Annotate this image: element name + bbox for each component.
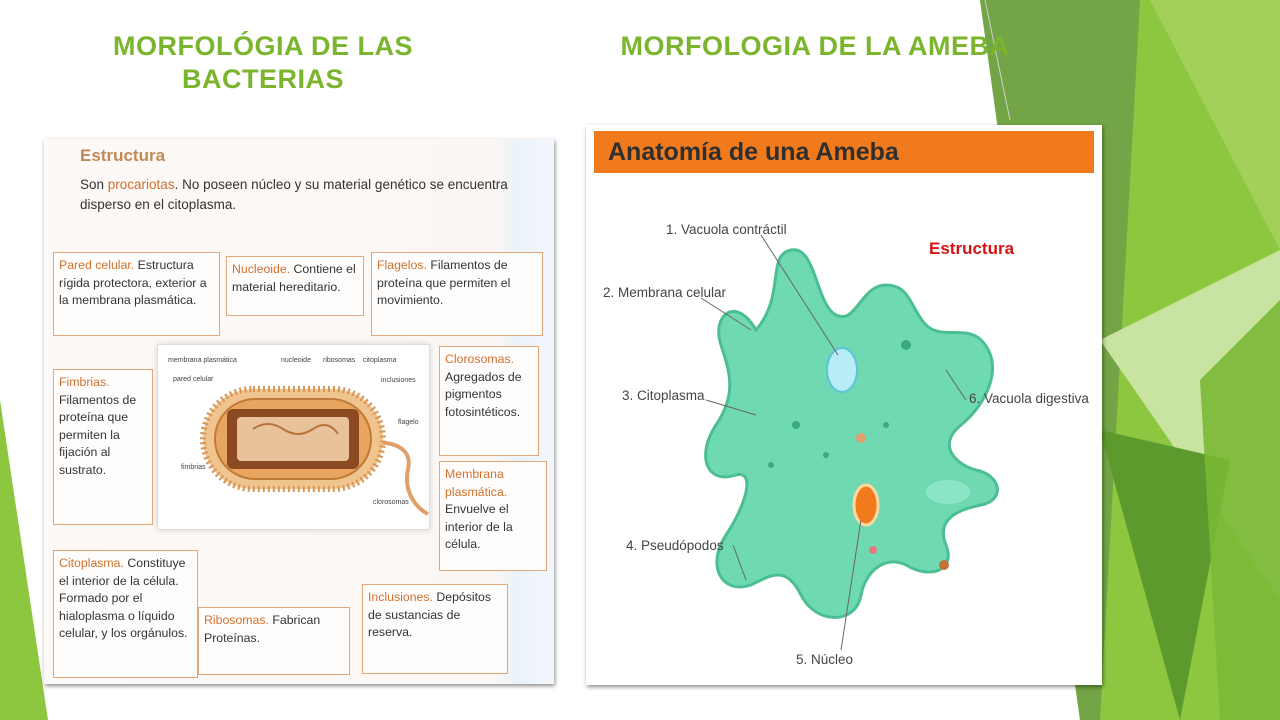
lbl-flagelo: flagelo bbox=[398, 419, 419, 426]
contractile-vacuole bbox=[826, 347, 858, 393]
right-deep-triangle bbox=[1100, 430, 1230, 720]
lbl-pared: pared celular bbox=[173, 376, 214, 383]
box-inclusiones: Inclusiones. Depósitos de sustancias de … bbox=[362, 584, 508, 674]
food-particle bbox=[856, 433, 866, 443]
box-desc: Filamentos de proteína que permiten el m… bbox=[377, 258, 511, 307]
thin-divider-line bbox=[984, 0, 1011, 121]
box-pared-celular: Pared celular. Estructura rígida protect… bbox=[53, 252, 220, 336]
box-desc: Depósitos de sustancias de reserva. bbox=[368, 590, 492, 639]
pointer-nucleo bbox=[840, 519, 862, 651]
food-particle bbox=[939, 560, 949, 570]
lbl-nucleoide: nucleoide bbox=[281, 357, 311, 364]
lbl-fimbrias: fimbrias bbox=[181, 464, 206, 471]
box-fimbrias: Fimbrias. Filamentos de proteína que per… bbox=[53, 369, 153, 525]
box-desc: Contiene el material hereditario. bbox=[232, 262, 356, 294]
ameba-anatomy-image: Anatomía de una Ameba 1. Vacuola contrác… bbox=[586, 125, 1102, 685]
ameba-title: Anatomía de una Ameba bbox=[608, 138, 899, 166]
lbl-ribosomas: ribosomas bbox=[323, 357, 356, 364]
box-term: Fimbrias. bbox=[59, 375, 110, 389]
nucleus bbox=[852, 483, 880, 527]
box-desc: Envuelve el interior de la célula. bbox=[445, 502, 513, 551]
pointer-vacuola bbox=[760, 234, 839, 356]
pointer-vacuola-digestiva bbox=[945, 369, 967, 401]
estructura-annotation: Estructura bbox=[929, 239, 1015, 258]
box-term: Nucleoide. bbox=[232, 262, 291, 276]
right-mid-triangle bbox=[1200, 300, 1280, 720]
intro-before: Son bbox=[80, 177, 108, 192]
left-green-triangle bbox=[0, 400, 48, 720]
label-pseudopodos: 4. Pseudópodos bbox=[626, 538, 724, 553]
box-term: Citoplasma. bbox=[59, 556, 124, 570]
food-particle bbox=[869, 546, 877, 554]
organelle bbox=[768, 462, 774, 468]
bacterium-diagram: membrana plasmática nucleoide ribosomas … bbox=[157, 344, 430, 530]
box-term: Ribosomas. bbox=[204, 613, 269, 627]
box-desc: Constituye el interior de la célula. For… bbox=[59, 556, 188, 640]
ameba-illustration bbox=[700, 234, 999, 651]
box-term: Membrana plasmática. bbox=[445, 467, 508, 499]
box-clorosomas: Clorosomas. Agregados de pigmentos fotos… bbox=[439, 346, 539, 456]
intro-highlight: procariotas bbox=[107, 177, 175, 192]
lbl-inclusiones: inclusiones bbox=[381, 377, 416, 384]
box-term: Inclusiones. bbox=[368, 590, 433, 604]
bacterium-illustration: membrana plasmática nucleoide ribosomas … bbox=[168, 357, 429, 516]
organelle bbox=[901, 340, 911, 350]
nucleoid bbox=[252, 423, 339, 435]
lbl-citoplasma: citoplasma bbox=[363, 357, 397, 364]
lbl-clorosomas: clorosomas bbox=[373, 499, 409, 506]
box-ribosomas: Ribosomas. Fabrican Proteínas. bbox=[198, 607, 350, 675]
label-membrana-celular: 2. Membrana celular bbox=[603, 285, 727, 300]
label-nucleo: 5. Núcleo bbox=[796, 652, 854, 667]
cytoplasm-cut bbox=[237, 417, 349, 461]
label-vacuola-contractil: 1. Vacuola contráctil bbox=[666, 222, 787, 237]
bacteria-intro: Son procariotas. No poseen núcleo y su m… bbox=[80, 175, 510, 215]
pointer-membrana bbox=[700, 297, 752, 331]
pointer-citoplasma bbox=[705, 399, 757, 416]
lbl-membrana: membrana plasmática bbox=[168, 357, 237, 364]
label-vacuola-digestiva: 6. Vacuola digestiva bbox=[969, 391, 1089, 406]
flagellum bbox=[367, 440, 429, 516]
bacteria-structure-image: Estructura Son procariotas. No poseen nú… bbox=[44, 139, 554, 684]
box-desc: Estructura rígida protectora, exterior a… bbox=[59, 258, 207, 307]
box-term: Flagelos. bbox=[377, 258, 427, 272]
intro-after: . No poseen núcleo y su material genétic… bbox=[80, 177, 508, 212]
box-term: Pared celular. bbox=[59, 258, 135, 272]
label-citoplasma: 3. Citoplasma bbox=[622, 388, 705, 403]
digestive-vacuole bbox=[926, 480, 970, 504]
box-citoplasma: Citoplasma. Constituye el interior de la… bbox=[53, 550, 198, 678]
organelle bbox=[883, 422, 889, 428]
right-light-triangle-top bbox=[1150, 0, 1280, 250]
title-bacterias: MORFOLÓGIA DE LAS BACTERIAS bbox=[113, 31, 413, 94]
box-desc: Agregados de pigmentos fotosintéticos. bbox=[445, 369, 522, 419]
organelle bbox=[792, 421, 800, 429]
ameba-title-bar: Anatomía de una Ameba bbox=[594, 131, 1094, 173]
box-term: Clorosomas. bbox=[445, 352, 515, 366]
pointer-pseudopodos bbox=[732, 544, 747, 581]
box-desc: Filamentos de proteína que permiten la f… bbox=[59, 392, 137, 477]
title-ameba: MORFOLOGIA DE LA AMEBA bbox=[620, 31, 1010, 61]
bacteria-heading: Estructura bbox=[80, 146, 166, 165]
box-flagelos: Flagelos. Filamentos de proteína que per… bbox=[371, 252, 543, 336]
box-desc: Fabrican Proteínas. bbox=[204, 613, 321, 645]
ameba-body bbox=[704, 248, 999, 619]
organelle bbox=[823, 452, 829, 458]
box-membrana-plasmatica: Membrana plasmática. Envuelve el interio… bbox=[439, 461, 547, 571]
box-nucleoide: Nucleoide. Contiene el material heredita… bbox=[226, 256, 364, 316]
